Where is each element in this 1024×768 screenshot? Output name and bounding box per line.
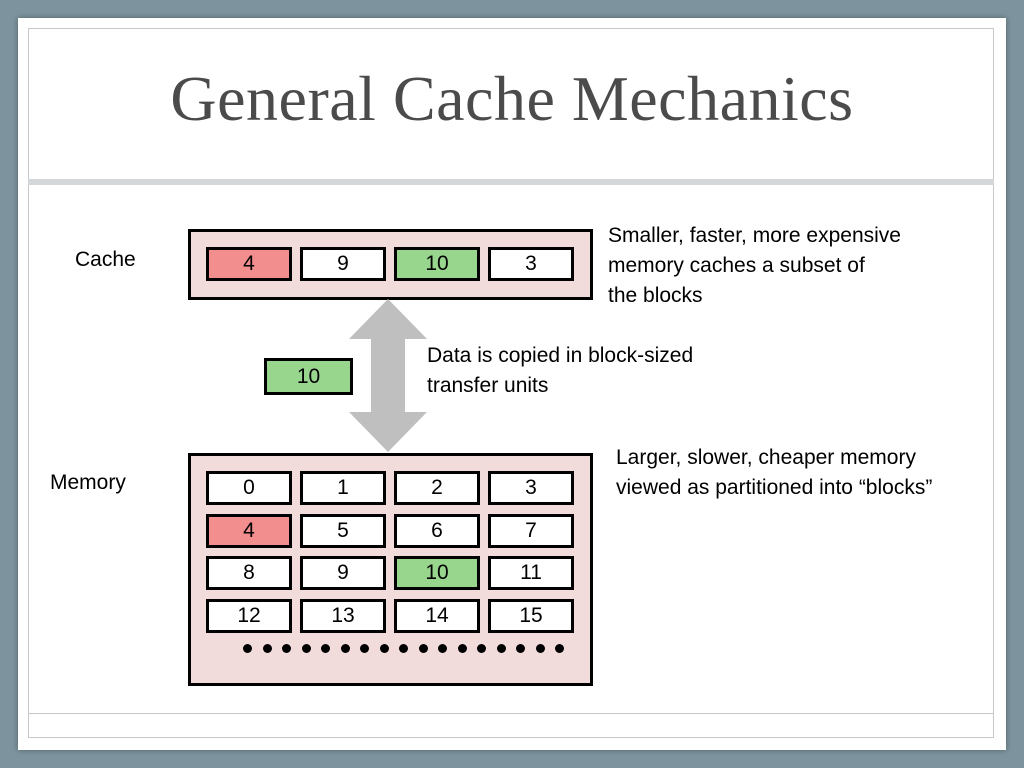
transfer-block: 10 [264, 358, 353, 395]
dot [340, 644, 350, 653]
dot [360, 644, 369, 653]
dot [262, 644, 272, 653]
dot [555, 644, 564, 653]
slide-title: General Cache Mechanics [170, 63, 854, 134]
cache-note-line: Smaller, faster, more expensive [608, 224, 901, 247]
cache-block: 10 [394, 247, 480, 281]
memory-block: 9 [300, 556, 386, 590]
memory-block: 11 [488, 556, 574, 590]
memory-block: 8 [206, 556, 292, 590]
cache-block: 3 [488, 247, 574, 281]
dot [477, 644, 486, 653]
title-divider [28, 179, 994, 185]
dot [321, 644, 330, 653]
cache-label: Cache [75, 248, 136, 271]
transfer-note-line: Data is copied in block-sized [427, 344, 694, 367]
memory-block: 4 [206, 514, 292, 548]
memory-block: 12 [206, 599, 292, 633]
memory-note-line: viewed as partitioned into “blocks” [616, 476, 933, 499]
memory-block: 1 [300, 471, 386, 505]
dot [399, 644, 408, 653]
dot [535, 644, 545, 653]
transfer-note-line: transfer units [427, 374, 549, 397]
double-arrow-icon [349, 299, 427, 452]
memory-block: 6 [394, 514, 480, 548]
memory-panel: 0 1 2 3 4 5 6 7 8 9 10 11 12 13 14 15 [188, 453, 593, 686]
transfer-note: Data is copied in block-sized transfer u… [427, 341, 693, 401]
memory-note-line: Larger, slower, cheaper memory [616, 446, 916, 469]
cache-block: 9 [300, 247, 386, 281]
cache-note-line: the blocks [608, 284, 703, 307]
dot [282, 644, 291, 653]
dot [418, 644, 428, 653]
cache-panel: 4 9 10 3 [188, 229, 593, 300]
memory-block: 15 [488, 599, 574, 633]
footer-divider [28, 713, 994, 714]
memory-block: 10 [394, 556, 480, 590]
cache-block: 4 [206, 247, 292, 281]
memory-block: 14 [394, 599, 480, 633]
dot [243, 644, 252, 653]
dot [379, 644, 389, 653]
cache-note-line: memory caches a subset of [608, 254, 865, 277]
memory-block: 13 [300, 599, 386, 633]
dot [301, 644, 311, 653]
dot [438, 644, 447, 653]
memory-note: Larger, slower, cheaper memory viewed as… [616, 443, 932, 503]
memory-block: 5 [300, 514, 386, 548]
memory-block: 3 [488, 471, 574, 505]
slide: General Cache Mechanics Cache 4 9 10 3 S… [18, 18, 1006, 750]
cache-note: Smaller, faster, more expensive memory c… [608, 221, 901, 311]
memory-block: 0 [206, 471, 292, 505]
slide-frame [28, 28, 994, 738]
memory-label: Memory [50, 471, 126, 494]
ellipsis-dots [243, 644, 564, 658]
dot [457, 644, 467, 653]
memory-block: 7 [488, 514, 574, 548]
dot [516, 644, 525, 653]
dot [496, 644, 506, 653]
memory-block: 2 [394, 471, 480, 505]
